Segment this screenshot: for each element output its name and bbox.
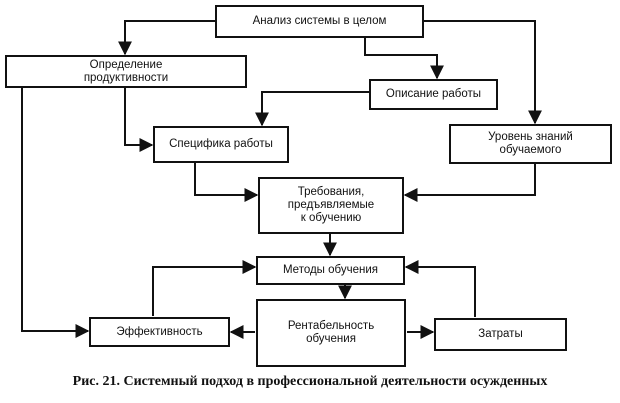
figure-caption: Рис. 21. Системный подход в профессионал… [72,374,548,389]
node-training-methods-label: Методы обучения [282,264,379,276]
node-training-requirements: Требования, предъявляемые к обучению [258,177,404,234]
node-efficiency-label: Эффективность [116,325,203,338]
arrow-analysis-to-productivity [118,20,215,56]
arrow-job-description-to-job-spec [255,91,369,127]
node-trainee-level-label-1: Уровень знаний [488,131,573,143]
node-job-spec: Специфика работы [153,126,289,163]
node-system-analysis: Анализ системы в целом [215,5,424,38]
arrow-productivity-to-efficiency [21,87,90,338]
node-job-spec-label: Специфика работы [169,138,273,150]
arrow-costs-to-methods [404,260,476,317]
node-profitability: Рентабельность обучения [256,299,406,367]
node-costs-label: Затраты [478,328,523,340]
arrow-trainee-level-to-requirements [403,163,536,202]
node-productivity-label-2: продуктивности [83,71,169,84]
arrow-analysis-to-trainee-level [424,20,542,125]
arrow-efficiency-to-methods [152,260,257,316]
node-training-requirements-label-2: предъявляемые [287,199,375,211]
node-productivity-label-1: Определение [89,58,163,71]
node-training-requirements-label-3: к обучению [300,212,362,224]
node-job-description-label: Описание работы [385,88,482,100]
node-costs: Затраты [434,318,567,351]
arrow-productivity-to-job-spec [124,87,154,152]
node-trainee-level-label-2: обучаемого [499,144,562,156]
arrow-analysis-to-job-description [364,37,444,80]
node-training-requirements-label-1: Требования, [297,186,365,198]
node-profitability-label-2: обучения [306,333,356,345]
node-system-analysis-label: Анализ системы в целом [252,15,387,27]
node-profitability-label-1: Рентабельность [287,320,375,332]
arrow-job-spec-to-requirements [194,162,259,202]
node-productivity: Определение продуктивности [5,55,247,88]
node-efficiency: Эффективность [89,317,230,347]
node-trainee-level: Уровень знаний обучаемого [449,124,612,164]
node-training-methods: Методы обучения [256,256,405,285]
node-job-description: Описание работы [369,79,498,110]
